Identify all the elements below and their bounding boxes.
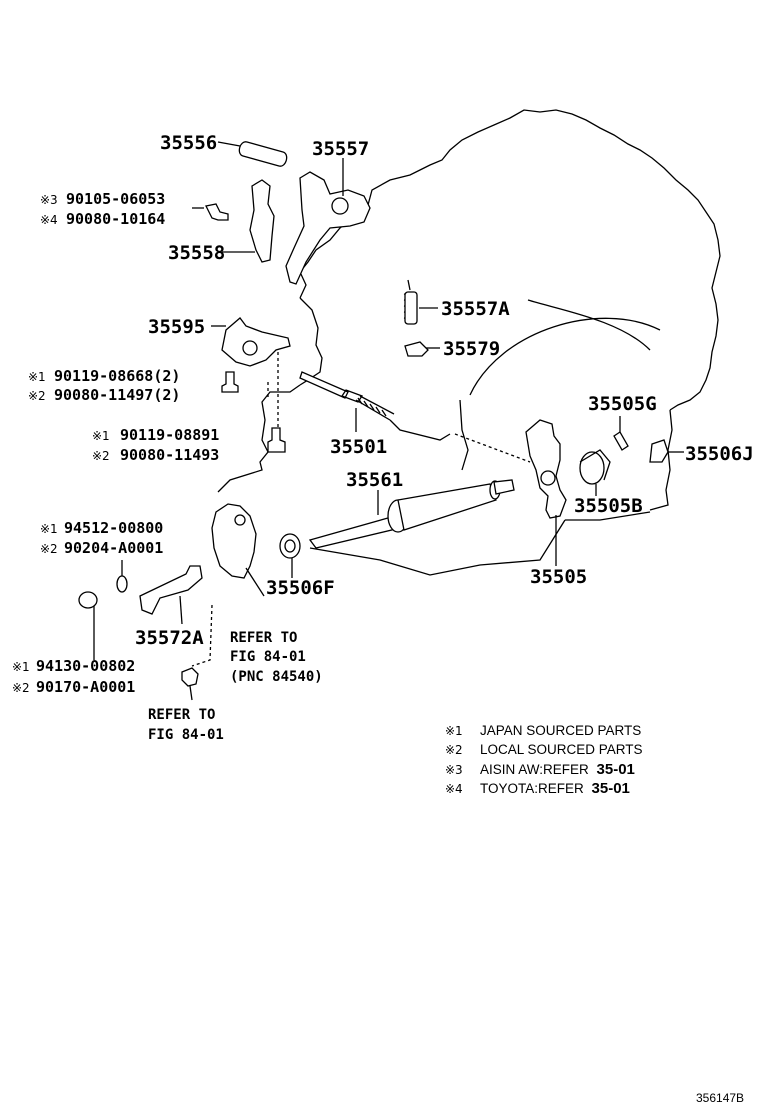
legend-mark-4: ※4 — [445, 782, 463, 796]
nut-94512 — [116, 560, 128, 593]
transmission-housing — [217, 109, 721, 576]
label-94512-00800: 94512-00800 — [64, 519, 163, 537]
mark-b10: ※2 — [12, 681, 30, 695]
legend-text-1: JAPAN SOURCED PARTS — [480, 723, 641, 738]
mark-b1: ※3 — [40, 193, 58, 207]
legend-text-3: AISIN AW:REFER 35-01 — [480, 761, 635, 778]
label-35557A: 35557A — [441, 298, 510, 320]
plug-35579 — [404, 341, 440, 357]
pin-35505G — [613, 416, 629, 451]
legend-text-2: LOCAL SOURCED PARTS — [480, 742, 643, 757]
label-35505: 35505 — [530, 566, 587, 588]
label-35506J: 35506J — [685, 443, 754, 465]
legend-mark-3: ※3 — [445, 763, 463, 777]
mark-b9: ※1 — [12, 660, 30, 674]
bolt-90119-08668 — [221, 371, 239, 393]
label-35556: 35556 — [160, 132, 217, 154]
bolt-bottom — [181, 667, 199, 701]
seal-35506F — [279, 533, 301, 578]
refer1-line2: FIG 84-01 — [230, 649, 306, 665]
label-35557: 35557 — [312, 138, 369, 160]
bushing-94130 — [78, 591, 98, 660]
spring-35557A — [403, 279, 438, 325]
pin-35556 — [217, 141, 288, 167]
legend: ※1 JAPAN SOURCED PARTS ※2 LOCAL SOURCED … — [445, 723, 643, 797]
label-35558: 35558 — [168, 242, 225, 264]
refer1-line1: REFER TO — [230, 630, 297, 646]
label-35561: 35561 — [346, 469, 403, 491]
roller-35505B — [579, 449, 611, 496]
mark-b6: ※2 — [92, 449, 110, 463]
bracket-35558 — [222, 179, 275, 263]
diagram-number: 356147B — [696, 1091, 744, 1105]
legend-mark-1: ※1 — [445, 724, 463, 738]
rod-35501 — [299, 371, 451, 441]
label-90105-06053: 90105-06053 — [66, 190, 165, 208]
label-90080-11493: 90080-11493 — [120, 446, 219, 464]
label-90080-11497: 90080-11497(2) — [54, 386, 180, 404]
label-35501: 35501 — [330, 436, 387, 458]
bracket-35595 — [211, 317, 291, 440]
shaft-35561 — [308, 479, 515, 549]
label-90080-10164: 90080-10164 — [66, 210, 165, 228]
refer1-line3: (PNC 84540) — [230, 669, 323, 685]
legend-text-4: TOYOTA:REFER 35-01 — [480, 780, 630, 797]
refer2-line1: REFER TO — [148, 707, 215, 723]
label-90170-A0001: 90170-A0001 — [36, 678, 135, 696]
bolt-90105 — [192, 203, 229, 221]
label-94130-00802: 94130-00802 — [36, 657, 135, 675]
bolt-90119-08891 — [267, 427, 286, 453]
label-90119-08668: 90119-08668(2) — [54, 367, 180, 385]
label-35505G: 35505G — [588, 393, 657, 415]
clip-35506J — [649, 439, 684, 463]
neutral-switch — [211, 503, 265, 597]
mark-b4: ※2 — [28, 389, 46, 403]
lever-35505 — [525, 419, 567, 566]
lever-35572A — [139, 565, 203, 625]
refer2-line2: FIG 84-01 — [148, 727, 224, 743]
label-35579: 35579 — [443, 338, 500, 360]
legend-mark-2: ※2 — [445, 743, 463, 757]
label-35506F: 35506F — [266, 577, 335, 599]
label-35572A: 35572A — [135, 627, 204, 649]
mark-b3: ※1 — [28, 370, 46, 384]
mark-b7: ※1 — [40, 522, 58, 536]
label-35505B: 35505B — [574, 495, 643, 517]
label-90119-08891: 90119-08891 — [120, 426, 219, 444]
mark-b8: ※2 — [40, 542, 58, 556]
mark-b2: ※4 — [40, 213, 58, 227]
mark-b5: ※1 — [92, 429, 110, 443]
label-90204-A0001: 90204-A0001 — [64, 539, 163, 557]
lever-35557 — [285, 158, 371, 285]
label-35595: 35595 — [148, 316, 205, 338]
